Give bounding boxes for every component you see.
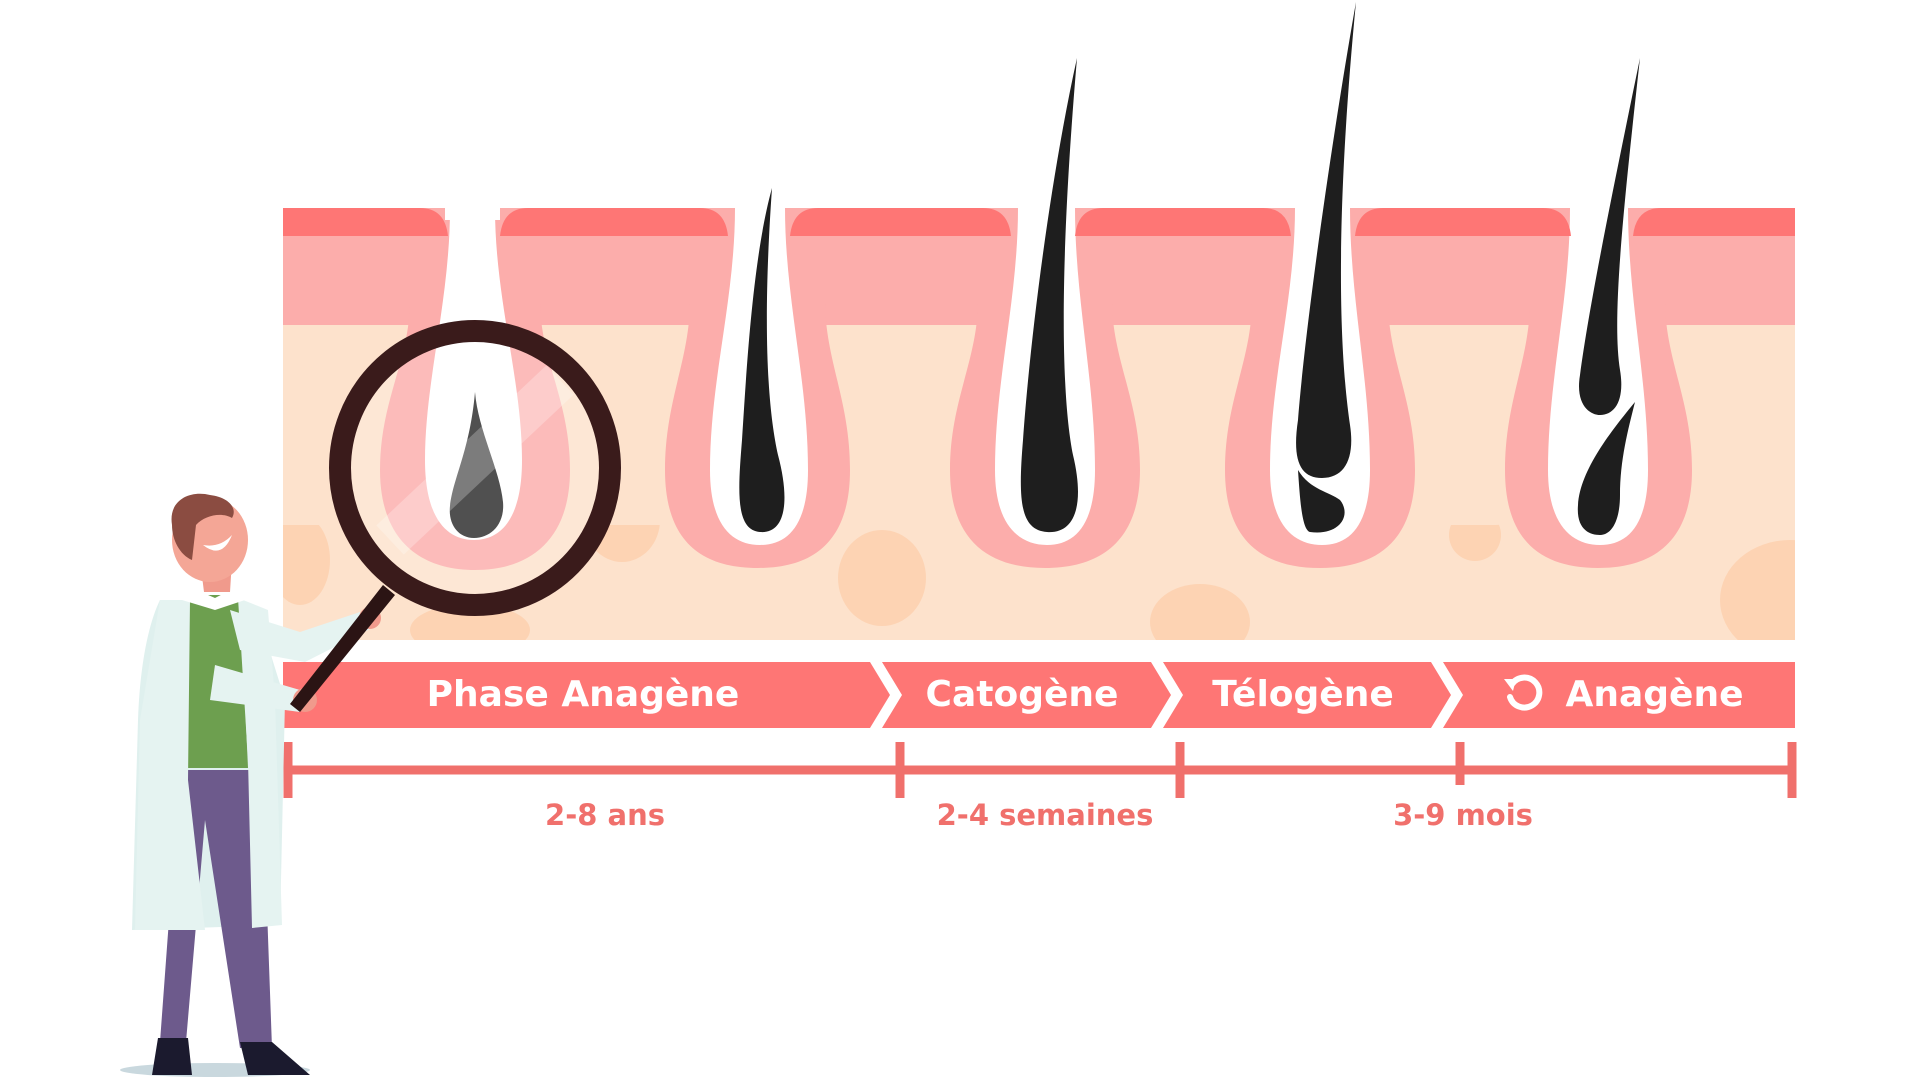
phase-label-catagen: Catogène [925,674,1119,715]
timeline [283,742,1797,798]
hair-telogen [1579,58,1640,415]
hair-catagen [1296,2,1356,478]
cycle-arrow-icon [1504,674,1543,711]
epidermis [283,208,1795,236]
duration-anagen: 2-8 ans [545,798,665,832]
hairs [449,2,1640,538]
phase-label-anagen-restart: Anagène [1450,662,1795,728]
hair-new-anagen [1577,402,1635,535]
phase-label-anagen: Phase Anagène [426,674,740,715]
hair-anagen-growing [739,188,785,533]
duration-catagen: 2-4 semaines [936,798,1154,832]
hair-anagen-early [449,392,504,538]
magnifying-glass [329,320,621,616]
hair-anagen-full [1020,58,1078,533]
duration-telogen: 3-9 mois [1393,798,1533,832]
phase-banner [283,662,1795,728]
phase-label-telogen: Télogène [1212,674,1394,715]
scientist-figure [120,493,395,1077]
